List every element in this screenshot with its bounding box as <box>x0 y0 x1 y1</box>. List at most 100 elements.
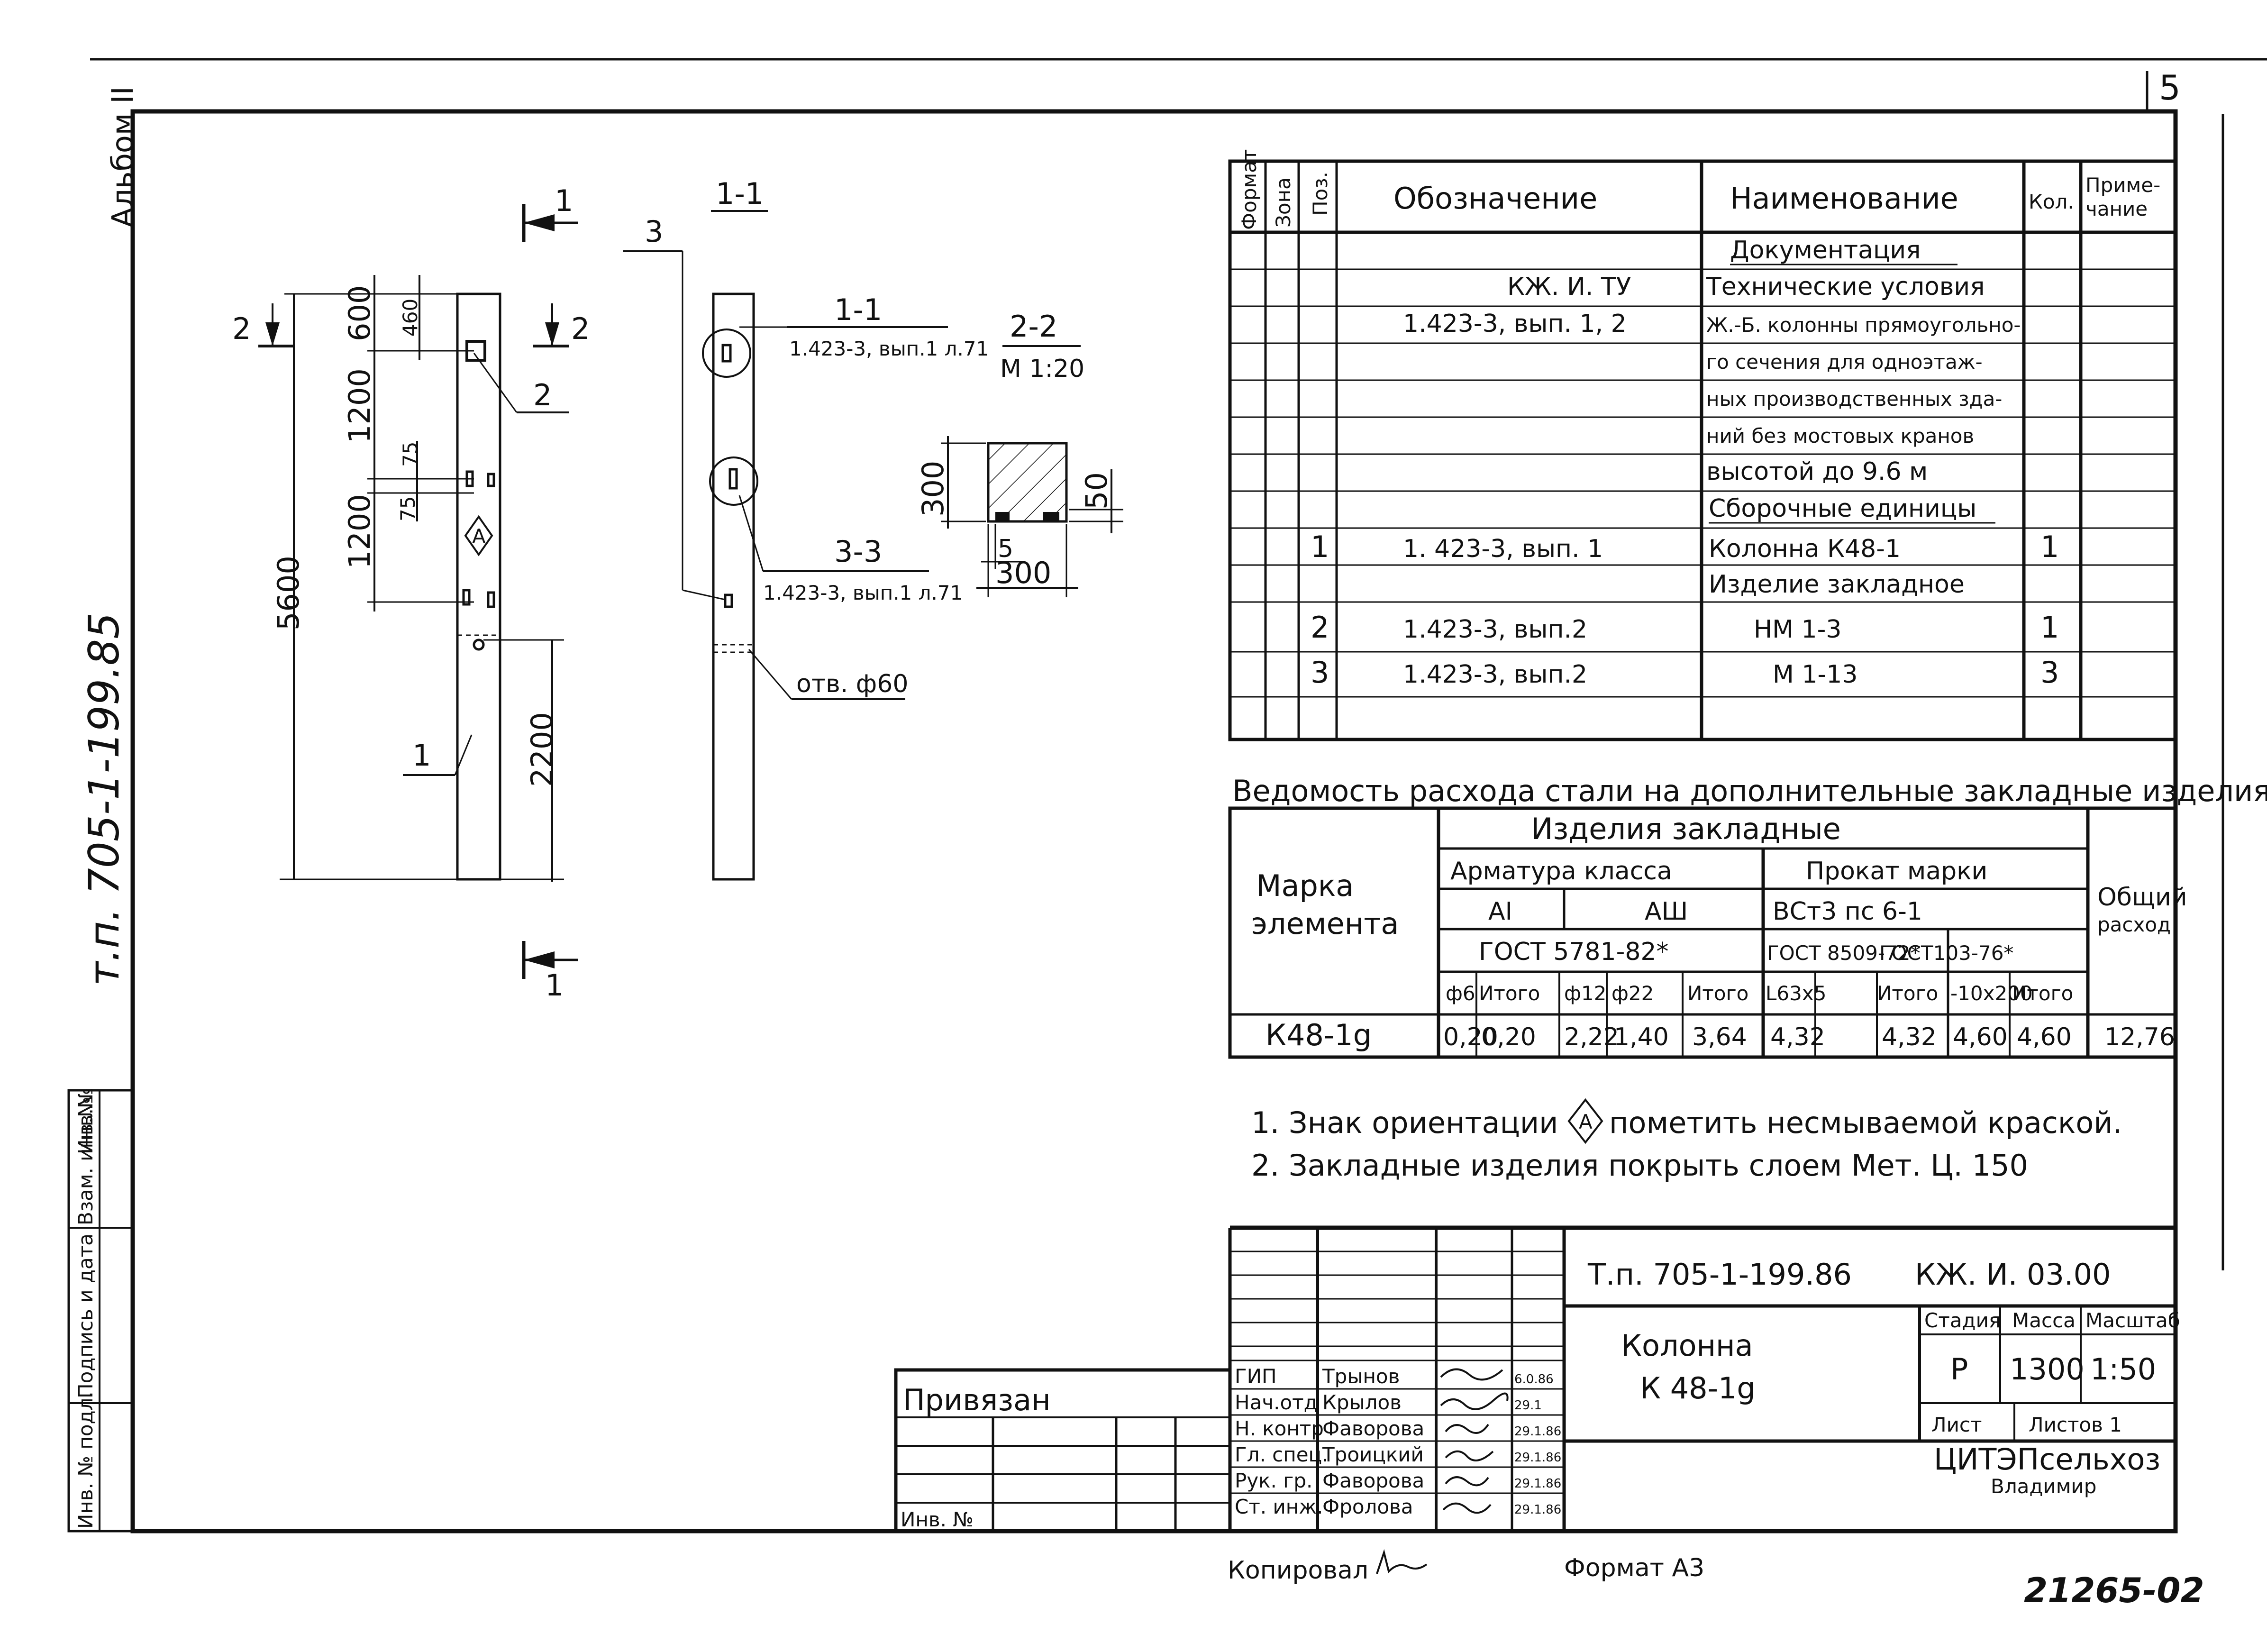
steel-col-header: ф6 <box>1446 982 1475 1005</box>
section-scale-2-2: М 1:20 <box>1000 355 1084 383</box>
role-row: ГИП Трынов 6.0.86 <box>1235 1365 1554 1388</box>
spec-row-pos: 1 <box>1311 529 1329 564</box>
format-label: Формат А3 <box>1564 1554 1704 1582</box>
steel-row-value: 0,20 <box>1481 1023 1536 1051</box>
steel-col-header: Итого <box>1687 982 1748 1005</box>
dim-1200-lower: 1200 <box>342 494 377 569</box>
spec-row-designation: 1. 423-3, вып. 1 <box>1403 535 1603 563</box>
title-project: Т.п. 705-1-199.86 <box>1587 1257 1852 1292</box>
role-name: Фролова <box>1322 1495 1413 1518</box>
section-2-2-view: 2-2 М 1:20 300 50 5 300 <box>916 309 1123 597</box>
stamp-replaced-inv: Взам. инв.№ <box>74 1096 97 1225</box>
steel-row-value: 1,40 <box>1614 1023 1669 1051</box>
note-1-start: 1. Знак ориентации <box>1251 1105 1558 1140</box>
dim-section-50: 50 <box>1079 472 1114 510</box>
spec-row-designation: 1.423-3, вып. 1, 2 <box>1403 310 1627 338</box>
left-margin: Альбом II т.п. 705-1-199.85 Инв. № подл.… <box>67 86 140 1533</box>
steel-col-header: ф22 <box>1611 982 1654 1005</box>
role-date: 29.1.86 <box>1514 1503 1561 1517</box>
spec-row-qty: 1 <box>2040 610 2059 645</box>
steel-row-value: 0,20 <box>1443 1023 1498 1051</box>
dim-section-300-horizontal: 300 <box>995 556 1051 590</box>
column-body <box>456 292 501 881</box>
spec-row-qty: 3 <box>2040 655 2059 690</box>
pos-3-label: 3 <box>645 214 663 249</box>
section-title-1-1: 1-1 <box>716 176 764 211</box>
header-name: Наименование <box>1730 181 1958 216</box>
spec-row: Изделие закладное <box>1709 570 1965 599</box>
sheet-number: 5 <box>2159 68 2181 108</box>
spec-row-pos: 3 <box>1311 655 1329 690</box>
spec-row: высотой до 9.6 м <box>1706 457 1928 486</box>
header-note-2: чание <box>2085 197 2148 220</box>
archive-number: 21265-02 <box>2024 1570 2204 1610</box>
role-title: Ст. инж. <box>1235 1495 1323 1518</box>
role-date: 6.0.86 <box>1514 1372 1554 1387</box>
role-date: 29.1.86 <box>1514 1451 1561 1465</box>
spec-row: го сечения для одноэтаж- <box>1706 350 1983 374</box>
steel-rolled-mark: Прокат марки <box>1806 857 1987 885</box>
spec-row-name: ний без мостовых кранов <box>1706 424 1974 447</box>
title-block: Т.п. 705-1-199.86 КЖ. И. 03.00 Колонна К… <box>894 1225 2180 1533</box>
title-code: КЖ. И. 03.00 <box>1915 1257 2111 1292</box>
role-name: Крылов <box>1322 1391 1402 1414</box>
steel-table-title: Ведомость расхода стали на дополнительны… <box>1232 774 2267 808</box>
role-title: ГИП <box>1235 1365 1277 1388</box>
sheet-label: Лист <box>1931 1413 1982 1436</box>
stamp-inv-number: Инв.№ <box>74 1087 97 1154</box>
pos-2-label: 2 <box>533 378 552 412</box>
spec-row: КЖ. И. ТУ Технические условия <box>1507 273 1985 301</box>
role-row: Гл. спец. Троицкий 29.1.86 <box>1235 1443 1561 1466</box>
spec-row-name: НМ 1-3 <box>1754 615 1841 644</box>
steel-row-value: 4,32 <box>1770 1023 1825 1051</box>
stage-value: Р <box>1950 1352 1968 1387</box>
note-2: 2. Закладные изделия покрыть слоем Мет. … <box>1251 1148 2028 1183</box>
header-note-1: Приме- <box>2085 173 2160 197</box>
role-title: Гл. спец. <box>1235 1443 1329 1466</box>
spec-row: 1.423-3, вып. 1, 2 Ж.-Б. колонны прямоуг… <box>1403 310 2021 338</box>
inv-label: Инв. № <box>901 1508 974 1531</box>
callout-3-3-title: 3-3 <box>834 534 882 569</box>
note-orientation-mark: А <box>1579 1110 1593 1133</box>
steel-embedded-header: Изделия закладные <box>1531 812 1841 846</box>
role-title: Рук. гр. <box>1235 1469 1312 1492</box>
notes: 1. Знак ориентации А пометить несмываемо… <box>1251 1098 2122 1183</box>
dim-section-300-vertical: 300 <box>916 461 950 517</box>
spec-row-name: Колонна К48-1 <box>1709 535 1901 563</box>
steel-row-value: 4,60 <box>1953 1023 2008 1051</box>
spec-row-pos: 2 <box>1311 610 1329 645</box>
steel-col-header: ф12 <box>1564 982 1606 1005</box>
steel-gost-8509: ГОСТ 8509-72* <box>1767 941 1921 965</box>
spec-row-name: М 1-13 <box>1773 660 1857 689</box>
steel-a1: АI <box>1488 897 1512 926</box>
steel-row-value: 4,32 <box>1882 1023 1937 1051</box>
role-row: Нач.отд Крылов 29.1 <box>1235 1391 1542 1414</box>
spec-row-designation: КЖ. И. ТУ <box>1507 273 1631 301</box>
title-name-1: Колонна <box>1621 1328 1753 1363</box>
album-label: Альбом II <box>105 86 140 228</box>
mass-label: Масса <box>2012 1309 2076 1332</box>
spec-row-designation: 1.423-3, вып.2 <box>1403 615 1587 644</box>
steel-gost-rebar: ГОСТ 5781-82* <box>1479 938 1669 966</box>
dim-1200-upper: 1200 <box>342 368 377 443</box>
role-name: Трынов <box>1322 1365 1400 1388</box>
project-code-vertical: т.п. 705-1-199.85 <box>80 612 128 986</box>
section-mark-2-left: 2 <box>232 311 251 346</box>
callout-3-3-ref: 1.423-3, вып.1 л.71 <box>763 581 963 604</box>
dim-460: 460 <box>399 299 422 337</box>
spec-row: 3 1.423-3, вып.2 М 1-13 3 <box>1311 655 2059 690</box>
steel-col-header: -10x200 <box>1950 982 2033 1005</box>
orientation-mark: А <box>472 525 486 548</box>
role-date: 29.1.86 <box>1514 1424 1561 1439</box>
bottom-captions: Копировал Формат А3 21265-02 <box>1228 1549 2204 1610</box>
spec-row-name: Сборочные единицы <box>1709 494 1976 523</box>
steel-row-mark: К48-1g <box>1266 1018 1372 1052</box>
section-mark-top: 1 <box>555 183 573 218</box>
role-title: Н. контр <box>1235 1417 1324 1440</box>
role-title: Нач.отд <box>1235 1391 1318 1414</box>
role-name: Фаворова <box>1322 1417 1424 1440</box>
spec-table: Формат Зона Поз. Обозначение Наименовани… <box>1228 149 2177 741</box>
role-row: Ст. инж. Фролова 29.1.86 <box>1235 1495 1561 1518</box>
steel-col-header: Итого <box>1479 982 1540 1005</box>
stamp-inv-podl: Инв. № подл. <box>74 1391 97 1529</box>
